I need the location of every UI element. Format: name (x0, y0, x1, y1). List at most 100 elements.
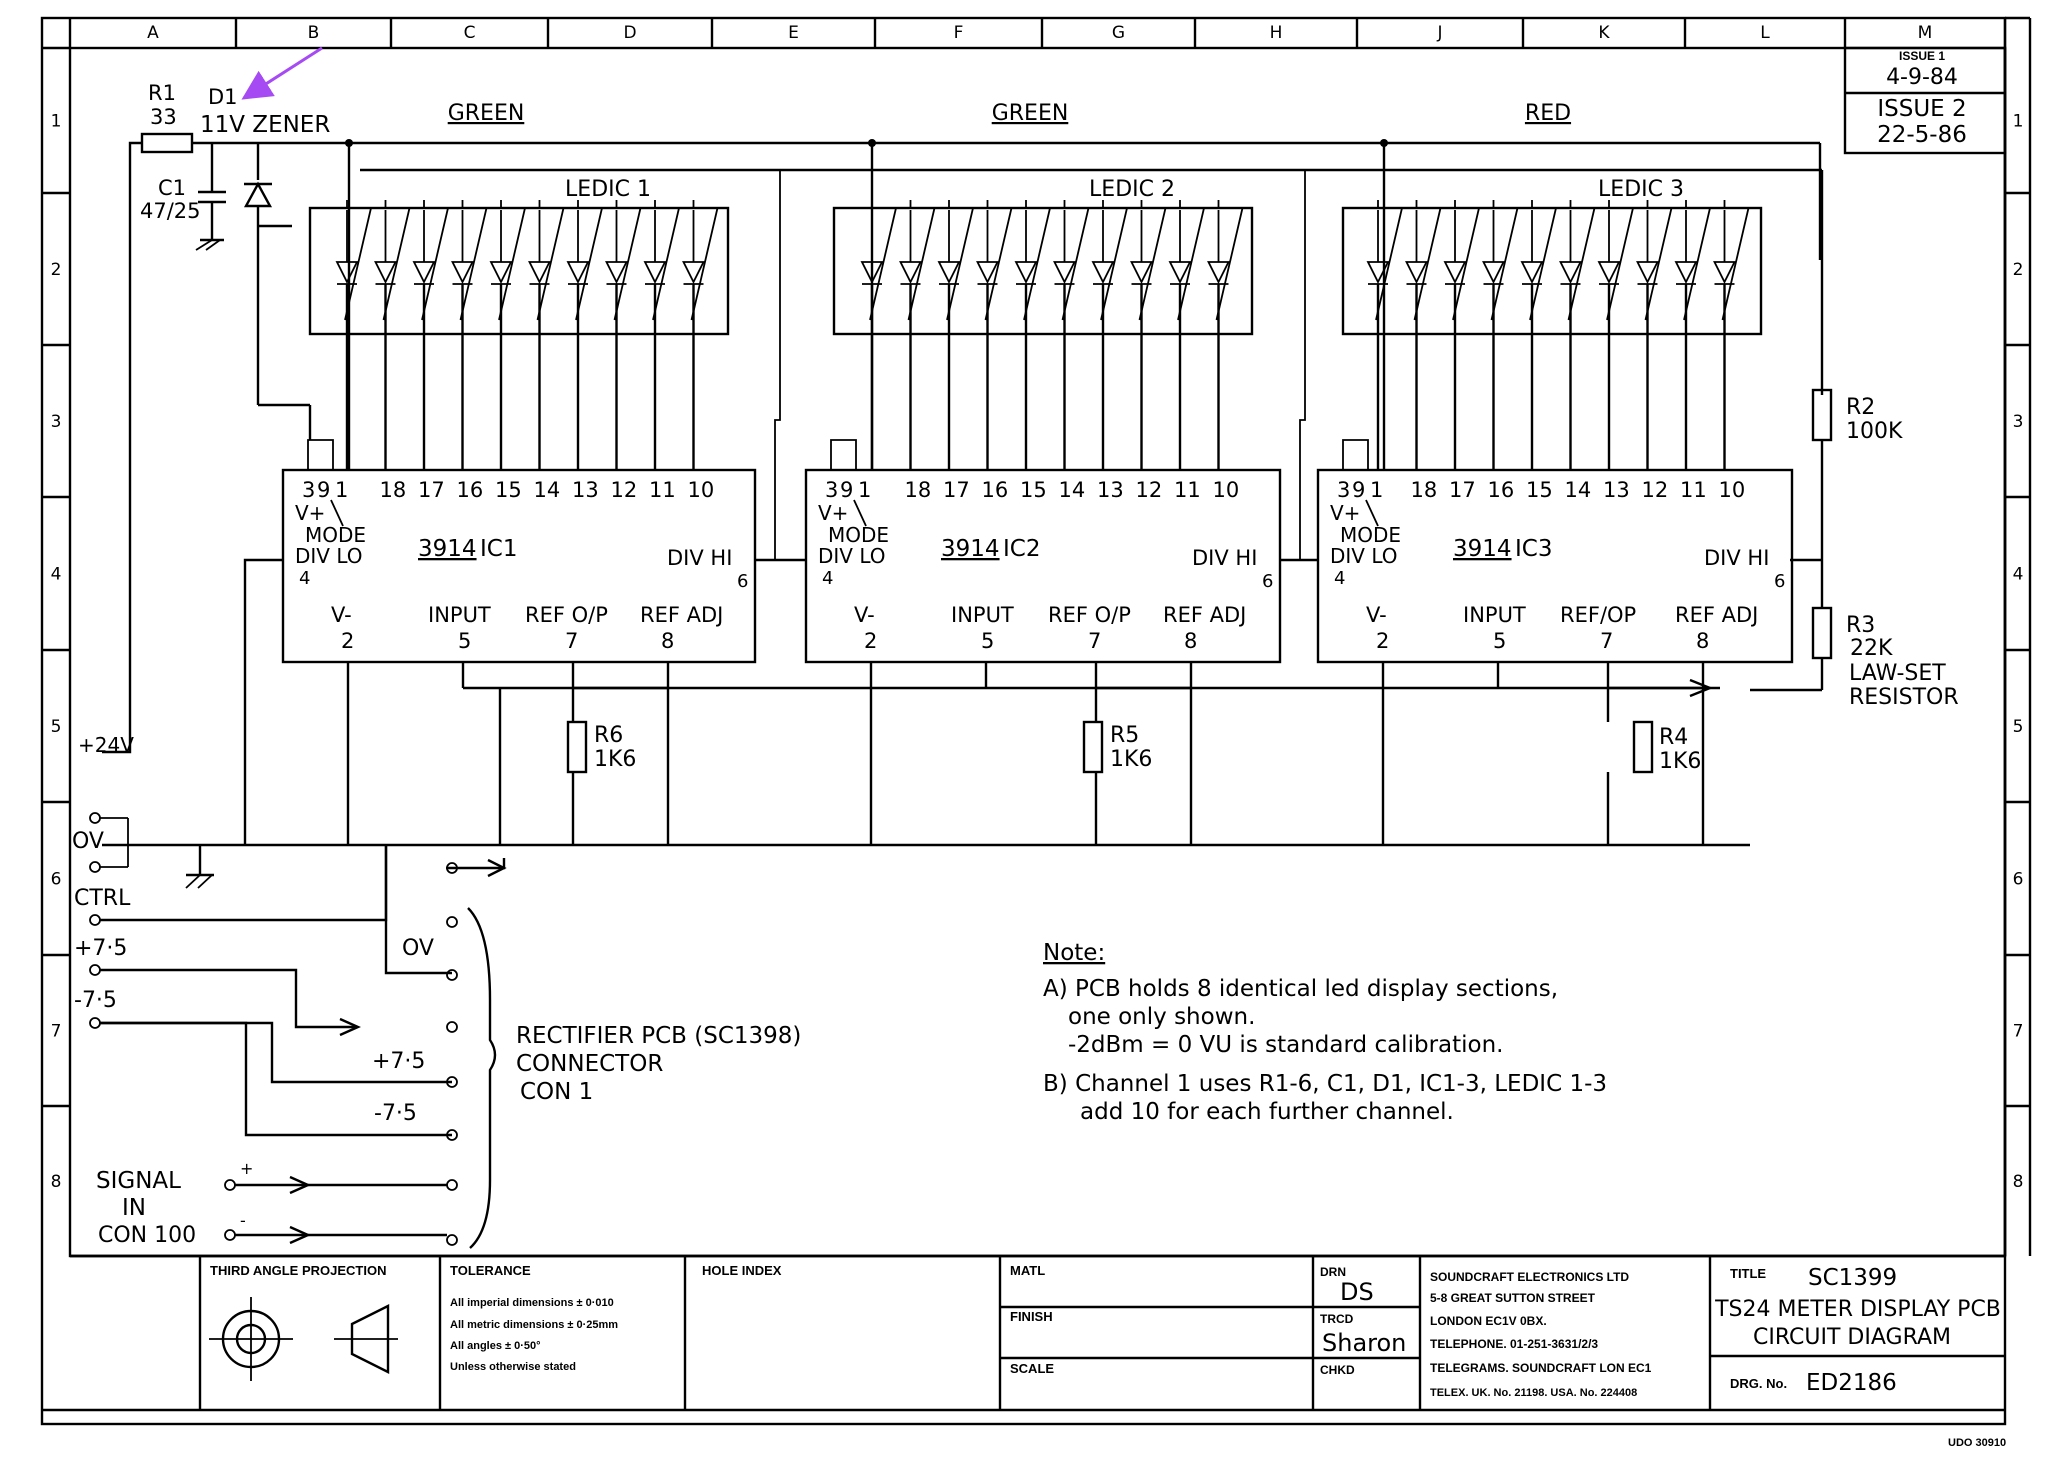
ic-pin-label: 11 (649, 478, 676, 502)
ic-part-number: 3914 (1453, 536, 1512, 562)
led-icon (1130, 261, 1153, 285)
led-icon (1674, 261, 1698, 285)
chkd-label: CHKD (1320, 1363, 1355, 1377)
r3-note1: LAW-SET (1849, 661, 1946, 686)
ic-pin-label: 17 (418, 478, 445, 502)
con1-pin-6 (446, 1129, 458, 1141)
drawing-number-label: DRG. No. (1730, 1376, 1787, 1391)
title-line-2: CIRCUIT DIAGRAM (1753, 1325, 1951, 1350)
r1-value: 33 (150, 105, 177, 129)
led-icon (605, 261, 628, 285)
title-code: SC1399 (1808, 1265, 1897, 1291)
led-icon (1482, 261, 1505, 285)
r3-resistor (1811, 606, 1833, 660)
div-hi-label: DIV HI (1192, 546, 1257, 570)
ref-op-label: REF O/P (1048, 603, 1131, 627)
projection-label: THIRD ANGLE PROJECTION (210, 1263, 386, 1278)
con1-pin-3 (446, 969, 458, 981)
led-icon (1559, 261, 1582, 285)
ref-adj-label: REF ADJ (640, 603, 723, 627)
vminus-label: V- (854, 603, 875, 627)
vplus-label: V+ (1330, 501, 1360, 525)
ic-pin-label: 15 (1020, 478, 1047, 502)
ic-pin-label: 9 (317, 478, 330, 502)
trcd-label: TRCD (1320, 1312, 1354, 1326)
mode-label: MODE (828, 523, 889, 547)
led-icon (1091, 261, 1115, 285)
column-label: D (623, 23, 636, 43)
row-label-right: 2 (2013, 260, 2024, 280)
vminus-label: V- (1366, 603, 1387, 627)
tolerance-line-3: All angles ± 0·50° (450, 1340, 541, 1352)
led-icon (528, 261, 551, 285)
led-icon (374, 261, 397, 285)
div-lo-label: DIV LO (295, 544, 363, 568)
ic-name: IC3 (1515, 536, 1552, 562)
ic-name: IC1 (480, 536, 517, 562)
div-lo-pin: 4 (822, 568, 833, 589)
ledic-package (1341, 206, 1763, 336)
company-line-5: TELEGRAMS. SOUNDCRAFT LON EC1 (1430, 1361, 1652, 1375)
column-label: L (1760, 23, 1770, 43)
matl-label: MATL (1010, 1263, 1045, 1278)
r2-value: 100K (1846, 419, 1903, 444)
ic-pin-label: 12 (1642, 478, 1669, 502)
led-icon (1597, 261, 1621, 285)
led-icon (412, 261, 436, 285)
signal-line-2: IN (122, 1195, 146, 1221)
ic-pin-label: 10 (1213, 478, 1240, 502)
ic-pin-label: 1 (858, 478, 871, 502)
led-icon (1443, 261, 1467, 285)
r2-resistor (1811, 388, 1833, 442)
column-label: B (308, 23, 320, 43)
notes: Note: A) PCB holds 8 identical led displ… (1043, 940, 1607, 1125)
r6-resistor (566, 720, 588, 774)
led-icon (1636, 261, 1659, 285)
ic-pin-label: 17 (1449, 478, 1476, 502)
footer-code: UDO 30910 (1948, 1437, 2006, 1449)
row-label-right: 5 (2013, 717, 2024, 737)
ov-label: OV (72, 829, 104, 854)
led-icon (1405, 261, 1428, 285)
note-a3: -2dBm = 0 VU is standard calibration. (1068, 1032, 1503, 1058)
r3-ref: R3 (1846, 613, 1875, 638)
ledic-label: LEDIC 1 (565, 177, 651, 202)
input-label: INPUT (1463, 603, 1526, 627)
column-dividers (234, 18, 1847, 48)
ic-pin-label: 18 (1411, 478, 1438, 502)
rectifier-line-1: RECTIFIER PCB (SC1398) (516, 1023, 801, 1049)
row-label-left: 3 (51, 412, 62, 432)
ic-pin-label: 16 (982, 478, 1009, 502)
led-icon (1520, 261, 1544, 285)
ic-pin-label: 9 (840, 478, 853, 502)
company-line-3: LONDON EC1V 0BX. (1430, 1314, 1547, 1328)
drn-label: DRN (1320, 1265, 1346, 1279)
led-icon (643, 261, 667, 285)
note-b1: B) Channel 1 uses R1-6, C1, D1, IC1-3, L… (1043, 1071, 1607, 1097)
led-icon (1168, 261, 1192, 285)
row-label-left: 8 (51, 1172, 62, 1192)
div-hi-label: DIV HI (667, 546, 732, 570)
signal-line-3: CON 100 (98, 1223, 196, 1248)
note-a1: A) PCB holds 8 identical led display sec… (1043, 976, 1558, 1002)
led-icon (682, 261, 705, 285)
div-lo-pin: 4 (1334, 568, 1345, 589)
row-label-left: 6 (51, 870, 62, 890)
con1-pin-2 (446, 916, 458, 928)
trcd-value: Sharon (1322, 1329, 1406, 1357)
ic-pin-label: 3 (1337, 478, 1350, 502)
led-icon (335, 261, 359, 285)
div-hi-pin: 6 (1262, 571, 1273, 592)
r6-ref: R6 (594, 723, 623, 748)
ref-adj-pin: 8 (1184, 629, 1197, 653)
ic-name: IC2 (1003, 536, 1040, 562)
rectifier-line-2: CONNECTOR (516, 1051, 663, 1077)
vplus-label: V+ (818, 501, 848, 525)
r2-ref: R2 (1846, 395, 1875, 420)
plus24-label: +24V (78, 733, 134, 757)
signal-minus: - (240, 1211, 246, 1230)
power-input-section: R1 33 D1 11V ZENER C1 47/25 (102, 81, 1959, 754)
vplus-label: V+ (295, 501, 325, 525)
